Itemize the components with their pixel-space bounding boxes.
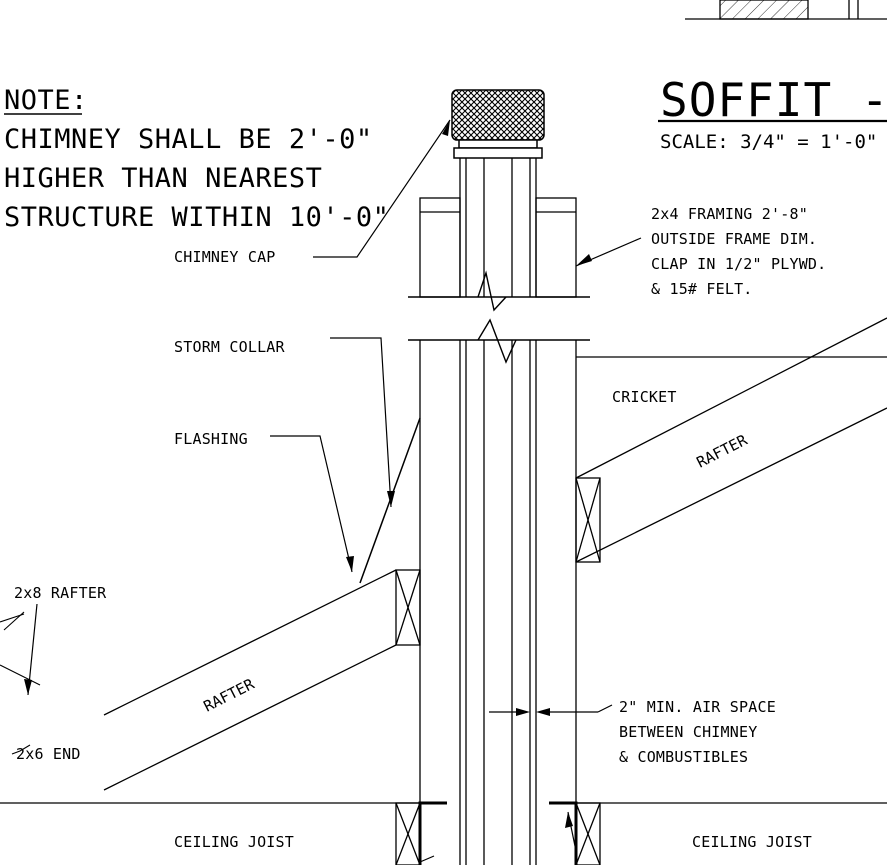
break-lines [408, 270, 590, 364]
leader-arrowheads [24, 120, 592, 828]
label-cricket: CRICKET [612, 388, 677, 406]
drawing-title: SOFFIT - B [660, 73, 887, 127]
chimney-pipe-upper [459, 158, 537, 297]
framing-note-line-3: CLAP IN 1/2" PLYWD. [651, 255, 826, 273]
framing-note-line-4: & 15# FELT. [651, 280, 753, 298]
note-line-3: STRUCTURE WITHIN 10'-0" [4, 202, 389, 233]
label-ceiling-joist-left: CEILING JOIST [174, 833, 294, 851]
label-ceiling-joist-right: CEILING JOIST [692, 833, 812, 851]
air-space-line-2: BETWEEN CHIMNEY [619, 723, 757, 741]
ceiling-joists [0, 801, 887, 865]
label-2x8-rafter: 2x8 RAFTER [14, 584, 107, 602]
left-edge-detail [0, 611, 41, 755]
label-2x6-end: 2x6 END [16, 745, 81, 763]
label-rafter-right: RAFTER [694, 430, 751, 471]
chimney-pipe-lower [419, 340, 577, 865]
cricket-rafter-right [575, 317, 887, 563]
rafter-left [103, 569, 421, 791]
framing-note: 2x4 FRAMING 2'-8" OUTSIDE FRAME DIM. CLA… [651, 205, 826, 298]
air-space-line-1: 2" MIN. AIR SPACE [619, 698, 776, 716]
label-flashing: FLASHING [174, 430, 248, 448]
scale-note: SCALE: 3/4" = 1'-0" [660, 131, 877, 153]
framing-note-line-2: OUTSIDE FRAME DIM. [651, 230, 817, 248]
label-rafter-left: RAFTER [201, 674, 258, 715]
note-line-2: HIGHER THAN NEAREST [4, 163, 322, 194]
framing-note-line-1: 2x4 FRAMING 2'-8" [651, 205, 808, 223]
partial-detail-top [685, 0, 887, 20]
air-space-note: 2" MIN. AIR SPACE BETWEEN CHIMNEY & COMB… [619, 698, 776, 766]
label-storm-collar: STORM COLLAR [174, 338, 286, 356]
label-chimney-cap: CHIMNEY CAP [174, 248, 276, 266]
note-heading: NOTE: [4, 85, 88, 116]
chimney-cap [451, 89, 545, 159]
air-space-line-3: & COMBUSTIBLES [619, 748, 748, 766]
framing-upper [419, 197, 577, 298]
note-line-1: CHIMNEY SHALL BE 2'-0" [4, 124, 373, 155]
